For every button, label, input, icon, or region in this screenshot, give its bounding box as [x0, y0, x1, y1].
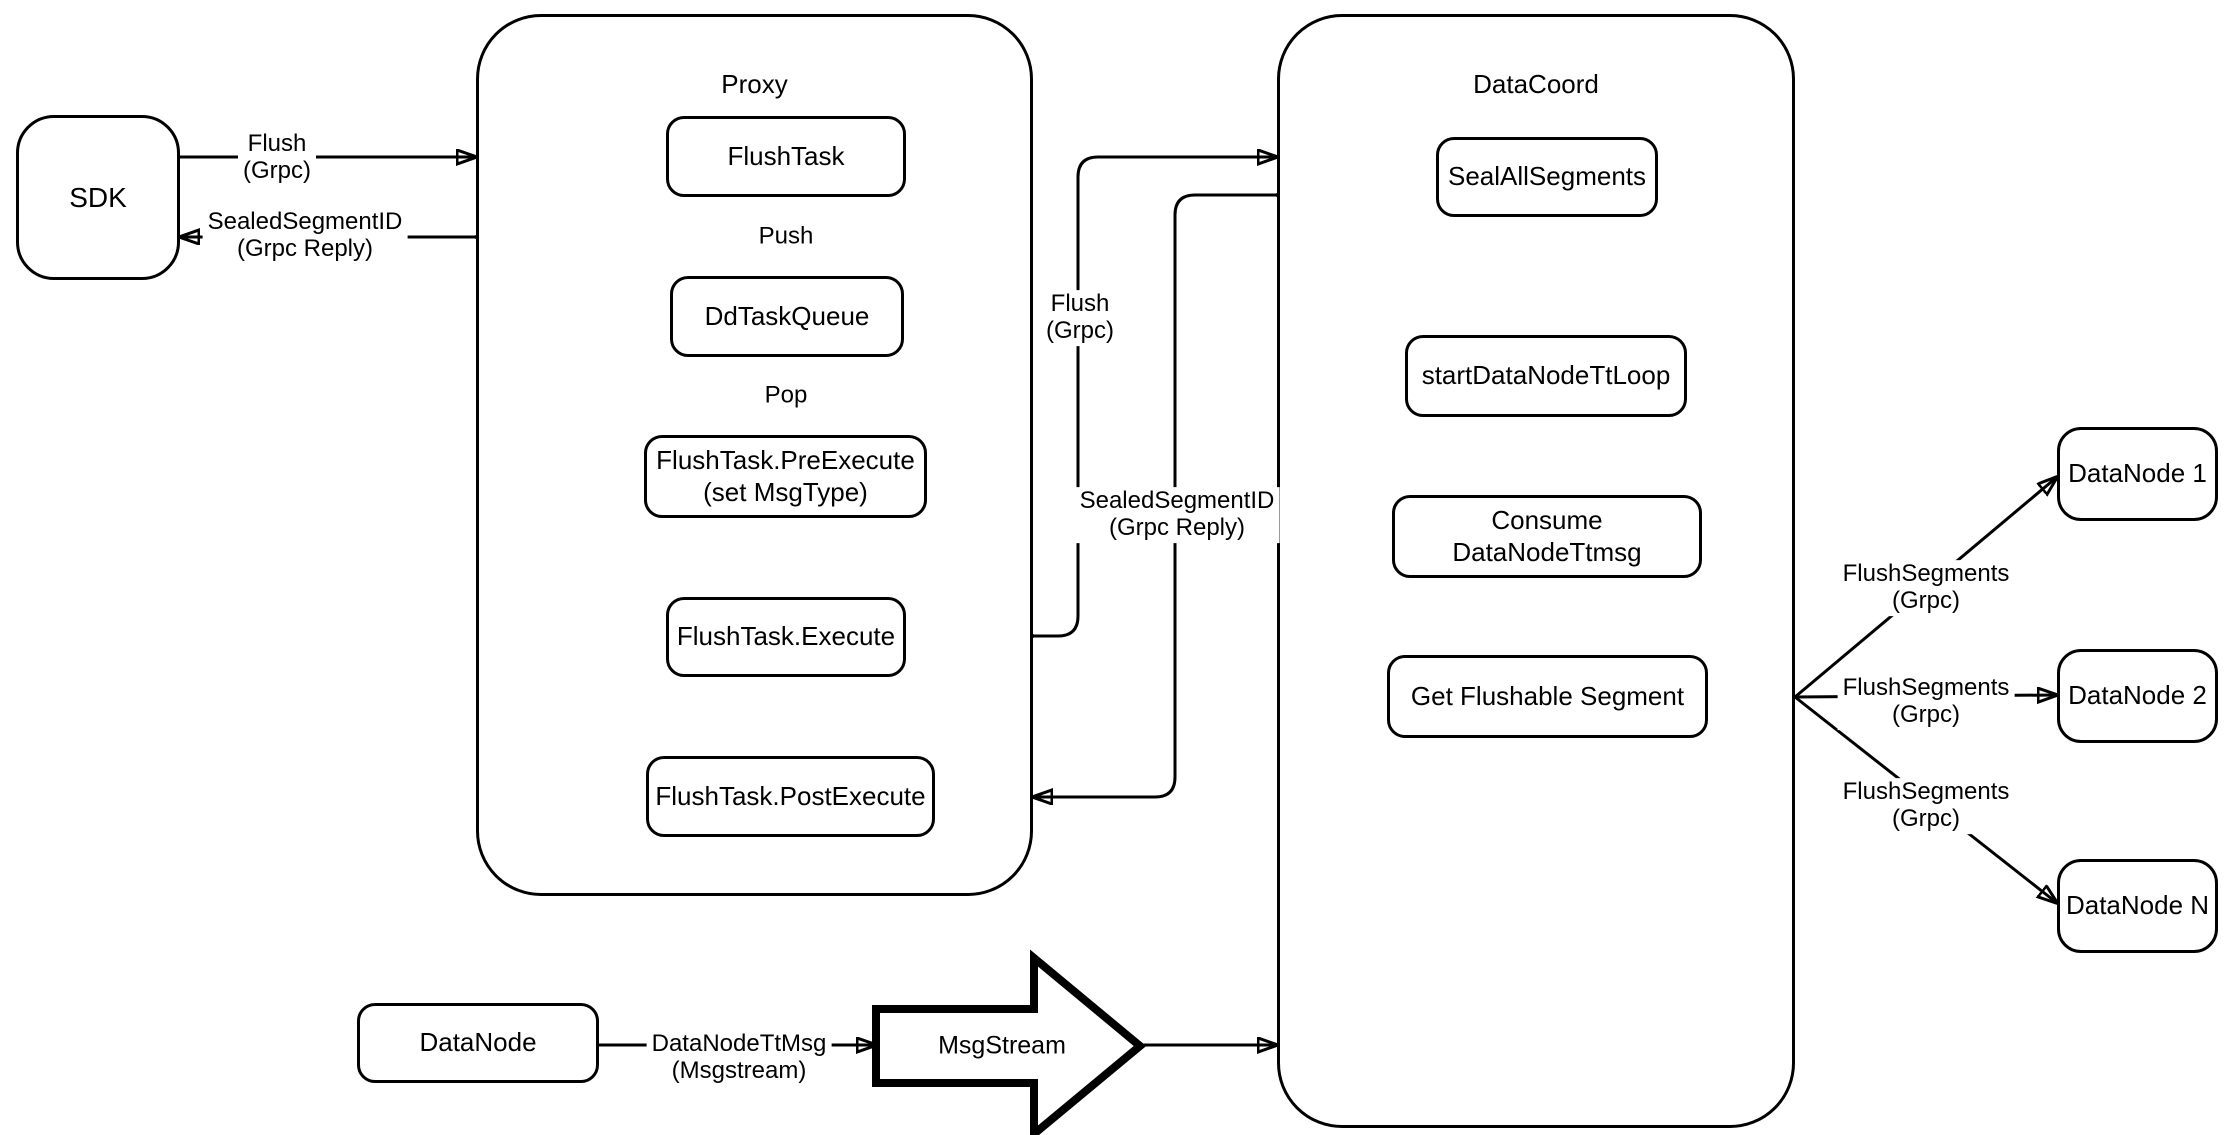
edge-label-flushsegments-n: FlushSegments (Grpc)	[1837, 778, 2015, 834]
node-consume-datanodettmsg: Consume DataNodeTtmsg	[1392, 495, 1702, 578]
node-sdk: SDK	[16, 115, 180, 280]
datacoord-container-title: DataCoord	[1473, 69, 1599, 99]
edge-label-push: Push	[753, 222, 819, 252]
node-flushtask-preexecute: FlushTask.PreExecute (set MsgType)	[644, 435, 927, 518]
node-datanode-n: DataNode N	[2057, 859, 2218, 953]
edge-label-pop: Pop	[759, 381, 813, 411]
proxy-container-title: Proxy	[721, 69, 788, 99]
node-startdatanodettloop: startDataNodeTtLoop	[1405, 335, 1687, 417]
edge-label-flushsegments-1: FlushSegments (Grpc)	[1837, 560, 2015, 616]
node-ddtaskqueue: DdTaskQueue	[670, 276, 904, 357]
node-get-flushable-segment: Get Flushable Segment	[1387, 655, 1708, 738]
edge-label-flush-grpc-mid: Flush (Grpc)	[1041, 290, 1119, 346]
edge-label-sealedsegmentid-mid: SealedSegmentID (Grpc Reply)	[1074, 487, 1280, 543]
edge-label-flush-grpc-sdk: Flush (Grpc)	[238, 130, 316, 186]
node-sealallsegments: SealAllSegments	[1436, 137, 1658, 217]
node-datanode: DataNode	[357, 1003, 599, 1083]
edge-label-flushsegments-2: FlushSegments (Grpc)	[1837, 674, 2015, 730]
msgstream-block-arrow	[872, 949, 1147, 1135]
edge-label-sealedsegmentid-sdk: SealedSegmentID (Grpc Reply)	[202, 208, 408, 264]
msgstream-label: MsgStream	[938, 1031, 1066, 1060]
node-datanode-1: DataNode 1	[2057, 427, 2218, 521]
node-flushtask-postexecute: FlushTask.PostExecute	[646, 756, 935, 837]
node-flushtask-execute: FlushTask.Execute	[666, 597, 906, 677]
node-flushtask: FlushTask	[666, 116, 906, 197]
edge-proxy-to-datacoord	[1033, 157, 1277, 638]
edge-label-datanodettmsg: DataNodeTtMsg (Msgstream)	[646, 1030, 832, 1086]
node-datanode-2: DataNode 2	[2057, 649, 2218, 743]
